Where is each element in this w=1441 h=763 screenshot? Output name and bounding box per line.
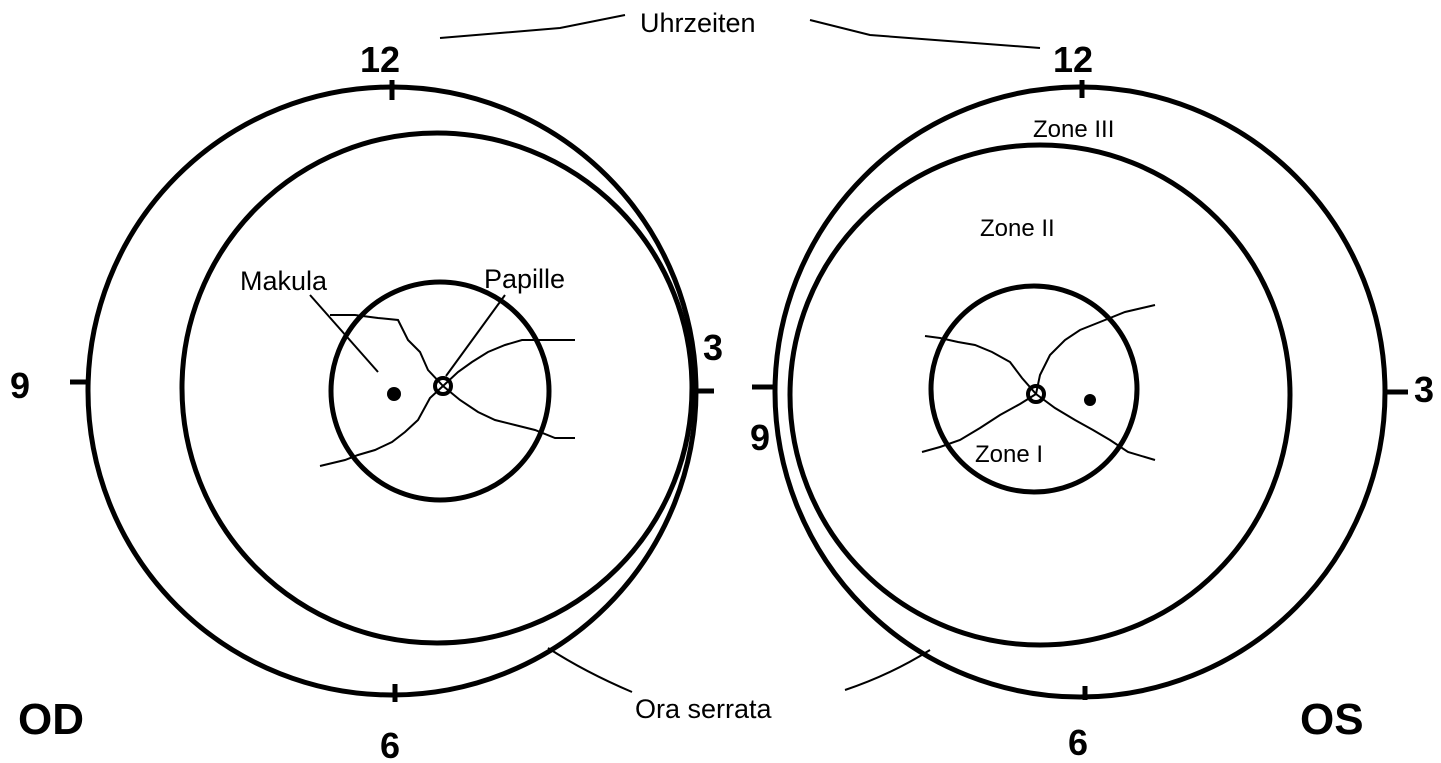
clock-hours-leader-left [440, 15, 625, 38]
od-zone-1-ring [331, 282, 549, 500]
od-macula-dot [387, 387, 401, 401]
od-hour-9: 9 [10, 365, 30, 406]
os-hour-9: 9 [750, 417, 770, 458]
zone-1-label: Zone I [975, 441, 1043, 468]
clock-hours-label: Uhrzeiten [640, 8, 756, 38]
od-ora-serrata-leader [548, 648, 632, 692]
od-hour-12: 12 [360, 39, 400, 80]
clock-hours-leader-right [810, 20, 1040, 48]
right-eye-diagram [70, 80, 714, 702]
macula-label: Makula [240, 266, 328, 296]
os-macula-dot [1084, 394, 1096, 406]
od-papilla-leader [446, 295, 505, 376]
os-hour-12: 12 [1053, 39, 1093, 80]
od-eye-label: OD [18, 695, 84, 744]
os-outer-ring [775, 87, 1385, 697]
papilla-label: Papille [484, 264, 565, 294]
zone-3-label: Zone III [1033, 116, 1114, 143]
os-hour-6: 6 [1068, 722, 1088, 763]
od-hour-3: 3 [703, 327, 723, 368]
left-eye-diagram [752, 80, 1408, 700]
os-eye-label: OS [1300, 695, 1364, 744]
os-ora-serrata-leader [845, 650, 930, 690]
od-hour-6: 6 [380, 725, 400, 763]
zone-2-label: Zone II [980, 215, 1055, 242]
os-hour-3: 3 [1414, 369, 1434, 410]
ora-serrata-label: Ora serrata [635, 694, 773, 724]
